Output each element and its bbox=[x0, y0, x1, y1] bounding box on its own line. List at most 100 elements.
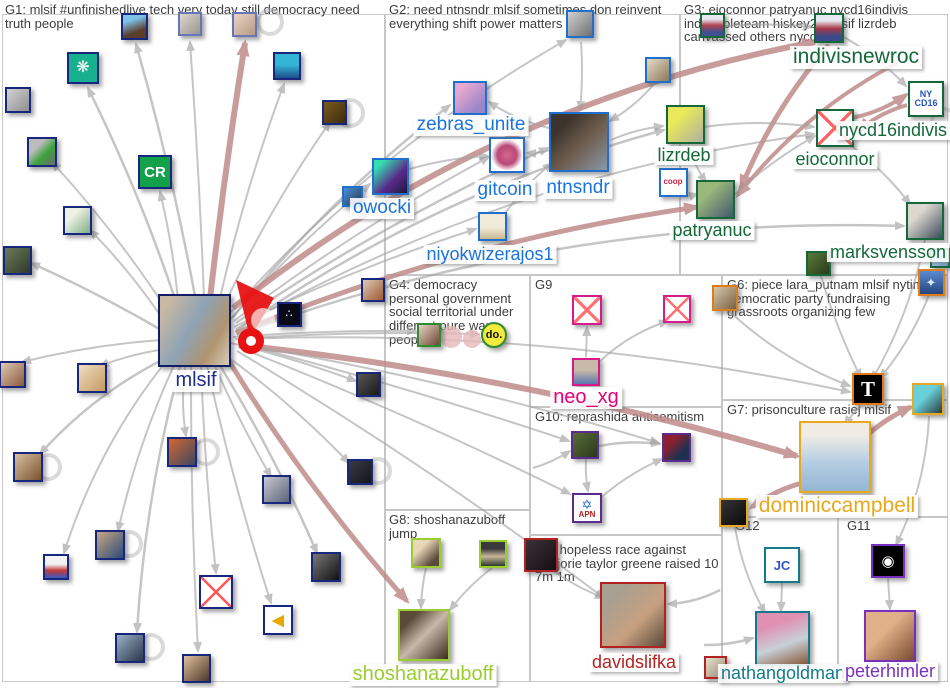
node-gitcoin[interactable] bbox=[489, 137, 525, 173]
node-g1-gray-figure[interactable] bbox=[5, 87, 31, 113]
node-label-dominiccampbell: dominiccampbell bbox=[755, 494, 919, 518]
node-g1-curly-man[interactable] bbox=[13, 452, 43, 482]
node-g1-protest[interactable] bbox=[167, 437, 197, 467]
node-g8-cartoon-pair[interactable] bbox=[411, 538, 441, 568]
node-label-marksvensson: marksvensson bbox=[826, 242, 950, 263]
avatar-glyph: ✡ bbox=[581, 496, 593, 512]
node-label-owocki: owocki bbox=[349, 197, 415, 219]
edge bbox=[597, 458, 664, 501]
node-g1-recovery-logo[interactable] bbox=[43, 554, 69, 580]
node-g1-darkhair[interactable] bbox=[355, 371, 381, 397]
node-g1-redhead-man[interactable] bbox=[361, 278, 385, 302]
node-g2-mustache-man[interactable] bbox=[645, 57, 671, 83]
edge bbox=[50, 160, 169, 313]
node-g11-black-logo[interactable]: ◉ bbox=[871, 544, 905, 578]
node-g1-smiling-man[interactable] bbox=[95, 530, 125, 560]
node-g3-flag-1[interactable] bbox=[699, 12, 725, 38]
node-dominiccampbell[interactable] bbox=[799, 421, 871, 493]
node-lizrdeb[interactable] bbox=[665, 104, 705, 144]
node-g1-gold-pattern[interactable] bbox=[321, 99, 347, 125]
node-g1-green-book[interactable] bbox=[62, 205, 92, 235]
group-header-g6: G6: piece lara_putnam mlsif nytimes demo… bbox=[727, 277, 938, 320]
node-g1-top-pale[interactable] bbox=[231, 11, 257, 37]
node-g2-coop-logo[interactable]: coop bbox=[658, 167, 688, 197]
edge bbox=[214, 358, 319, 555]
node-nathangoldman[interactable] bbox=[754, 610, 810, 666]
node-niyokwizerajos1[interactable] bbox=[477, 211, 507, 241]
group-header-g9: G9 bbox=[535, 277, 553, 292]
node-g1-woman-left[interactable] bbox=[0, 360, 26, 388]
edge bbox=[133, 362, 183, 634]
node-g6-shield[interactable]: ✦ bbox=[917, 268, 945, 296]
avatar-glyph: ∴ bbox=[285, 307, 293, 320]
node-shoshanazuboff[interactable] bbox=[398, 609, 450, 661]
edge bbox=[20, 339, 162, 365]
node-g10-rashida[interactable] bbox=[661, 432, 691, 462]
node-g3-small-green[interactable] bbox=[805, 250, 831, 276]
node-marksvensson[interactable] bbox=[906, 202, 944, 240]
node-g12-jc-logo[interactable]: JC bbox=[764, 547, 800, 583]
edge bbox=[576, 41, 586, 112]
node-g1-cr-logo[interactable]: CR bbox=[138, 155, 172, 189]
node-g1-smile-bottom[interactable] bbox=[181, 653, 211, 683]
node-g1-blonde-woman[interactable] bbox=[77, 363, 107, 393]
avatar-glyph: ◀ bbox=[272, 611, 284, 629]
edge bbox=[608, 82, 656, 123]
node-mlsif[interactable] bbox=[157, 293, 231, 367]
group-header-g7: G7: prisonculture rasiej mlsif bbox=[727, 402, 891, 417]
edge bbox=[610, 122, 665, 141]
edge bbox=[525, 148, 551, 158]
node-g5-dark-woman[interactable] bbox=[524, 538, 558, 572]
avatar-glyph: do. bbox=[485, 328, 503, 341]
node-patryanuc[interactable] bbox=[695, 179, 735, 219]
avatar-glyph: NY bbox=[919, 89, 933, 99]
node-g1-teal-logo[interactable]: ❋ bbox=[67, 52, 99, 84]
edge bbox=[238, 342, 801, 459]
node-g1-greenface-man[interactable] bbox=[27, 137, 57, 167]
edge bbox=[728, 310, 852, 388]
node-zebras_unite[interactable] bbox=[453, 81, 487, 115]
node-g1-top-sketch[interactable] bbox=[178, 12, 202, 36]
edge bbox=[734, 526, 766, 615]
node-g1-suit-loop[interactable] bbox=[115, 633, 145, 663]
edge bbox=[62, 353, 173, 555]
edge bbox=[416, 567, 427, 610]
node-g10-apn[interactable]: ✡APN bbox=[572, 493, 602, 523]
node-label-lizrdeb: lizrdeb bbox=[654, 145, 714, 166]
node-g1-missing-x[interactable] bbox=[199, 575, 233, 609]
node-g2-top-man[interactable] bbox=[566, 10, 594, 38]
node-g1-masked-man[interactable] bbox=[311, 552, 341, 582]
node-g7-cartoon[interactable] bbox=[912, 383, 944, 415]
edge bbox=[405, 151, 490, 171]
node-g1-dark-portrait[interactable] bbox=[347, 459, 373, 485]
edge bbox=[776, 582, 786, 613]
node-peterhimler[interactable] bbox=[864, 610, 916, 662]
node-label-nathangoldman: nathangoldman bbox=[717, 663, 849, 684]
node-owocki[interactable] bbox=[371, 157, 409, 195]
node-davidslifka[interactable] bbox=[600, 582, 666, 648]
node-g6-left-photo[interactable] bbox=[712, 285, 738, 311]
node-g9-x-2[interactable] bbox=[663, 295, 691, 323]
node-ntnsndr[interactable] bbox=[549, 112, 609, 172]
edge bbox=[595, 319, 670, 366]
node-g6-nytimes[interactable]: T bbox=[852, 373, 884, 405]
node-g4-do-circle[interactable]: do. bbox=[481, 322, 507, 348]
node-g10-camo[interactable] bbox=[571, 431, 599, 459]
node-g1-bluesuit-man[interactable] bbox=[273, 52, 301, 80]
node-indivisnewroc[interactable] bbox=[814, 13, 844, 43]
avatar-glyph: ❋ bbox=[76, 59, 90, 76]
node-g9-x-1[interactable] bbox=[572, 295, 602, 325]
node-g1-beard-man[interactable] bbox=[2, 245, 32, 275]
node-g1-megaphone[interactable]: ◀ bbox=[263, 605, 293, 635]
node-neo_xg[interactable] bbox=[572, 358, 600, 386]
node-g8-cartoon-hat[interactable] bbox=[479, 540, 507, 568]
node-g7-dark-photo[interactable] bbox=[718, 497, 748, 527]
node-label-peterhimler: peterhimler bbox=[841, 661, 939, 682]
node-g1-blackdots[interactable]: ∴ bbox=[276, 301, 302, 327]
node-g1-top-man[interactable] bbox=[120, 12, 148, 40]
edge bbox=[186, 40, 205, 298]
node-g4-woman[interactable] bbox=[417, 323, 441, 347]
node-g1-bald-suit[interactable] bbox=[261, 474, 291, 504]
avatar-glyph: coop bbox=[663, 177, 683, 186]
